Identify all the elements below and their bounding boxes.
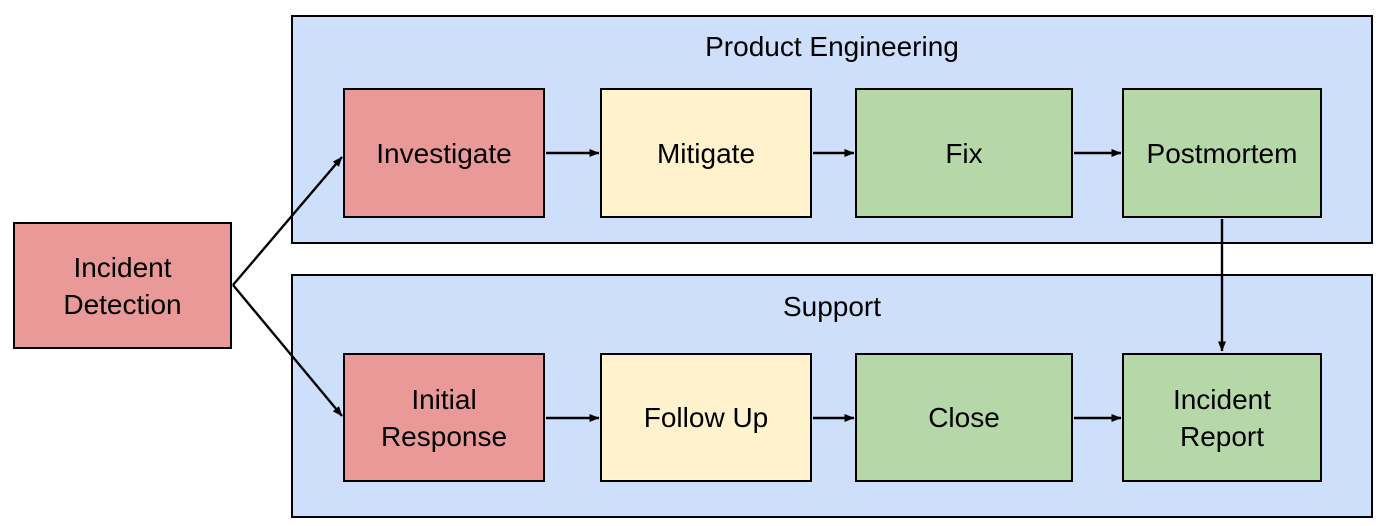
node-initial-response[interactable]: Initial Response [343, 353, 545, 482]
node-mitigate[interactable]: Mitigate [600, 88, 812, 218]
node-incident-report[interactable]: Incident Report [1122, 353, 1322, 482]
lane-title-product-engineering: Product Engineering [705, 31, 959, 62]
node-postmortem[interactable]: Postmortem [1122, 88, 1322, 218]
node-investigate[interactable]: Investigate [343, 88, 545, 218]
lane-title-support: Support [782, 291, 882, 322]
node-fix[interactable]: Fix [855, 88, 1073, 218]
node-incident-detection[interactable]: Incident Detection [13, 222, 232, 349]
node-close[interactable]: Close [855, 353, 1073, 482]
node-follow-up[interactable]: Follow Up [600, 353, 812, 482]
